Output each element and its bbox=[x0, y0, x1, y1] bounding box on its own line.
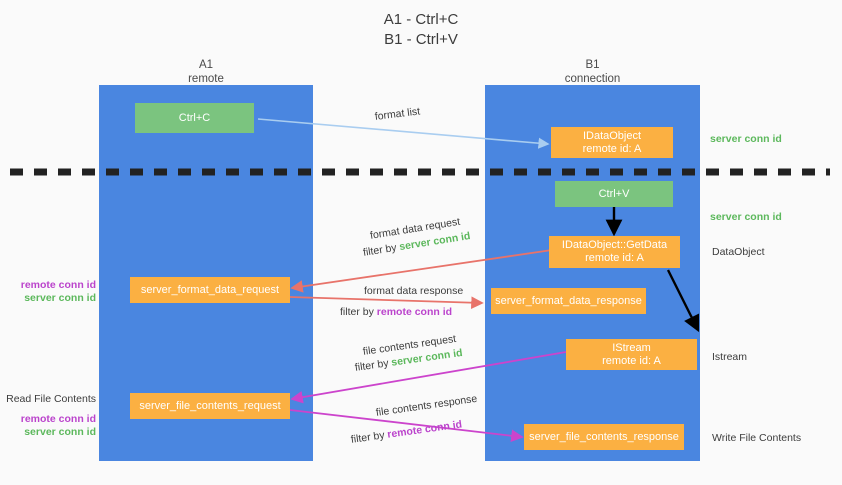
edge-label-format-data-response: format data response bbox=[364, 285, 464, 297]
page-title: A1 - Ctrl+C B1 - Ctrl+V bbox=[0, 10, 842, 50]
lane-header-b1: B1 connection bbox=[485, 58, 700, 86]
box-server-file-contents-response[interactable]: server_file_contents_response bbox=[524, 424, 684, 450]
edge-label-file-contents-response-filter: filter by remote conn id bbox=[350, 417, 463, 446]
box-server-file-contents-request-label: server_file_contents_request bbox=[139, 399, 281, 412]
box-ctrl-c-line1: Ctrl+C bbox=[178, 111, 211, 124]
edge-label-format-data-response-filter: filter by remote conn id bbox=[340, 305, 452, 319]
box-getdata-line2: remote id: A bbox=[585, 252, 644, 264]
box-server-format-data-request-label: server_format_data_request bbox=[140, 283, 280, 296]
box-server-format-data-response-label: server_format_data_response bbox=[495, 294, 642, 307]
left-annotation-remote-conn-id-upper: remote conn id bbox=[20, 279, 96, 291]
filter-prefix-2: filter by bbox=[340, 306, 377, 318]
lane-b1-sub: connection bbox=[564, 73, 621, 85]
filter-prefix-1: filter by bbox=[362, 241, 401, 259]
box-getdata-line1: IDataObject::GetData bbox=[561, 239, 668, 251]
right-annotation-write-file-contents: Write File Contents bbox=[712, 432, 802, 444]
box-istream-line1: IStream bbox=[612, 341, 651, 354]
box-ctrl-v-line1: Ctrl+V bbox=[598, 187, 630, 200]
filter-value-remote-conn-id-2: remote conn id bbox=[386, 418, 463, 441]
box-idataobject-line1: IDataObject bbox=[582, 129, 642, 142]
right-annotation-dataobject: DataObject bbox=[712, 246, 765, 258]
box-ctrl-v[interactable]: Ctrl+V bbox=[555, 181, 673, 207]
lane-header-a1: A1 remote bbox=[99, 58, 313, 86]
box-server-format-data-response[interactable]: server_format_data_response bbox=[491, 288, 646, 314]
box-server-file-contents-request[interactable]: server_file_contents_request bbox=[130, 393, 290, 419]
edge-label-file-contents-response: file contents response bbox=[375, 392, 478, 419]
left-annotation-server-conn-id-upper: server conn id bbox=[24, 292, 96, 304]
lane-b1-name: B1 bbox=[585, 59, 600, 71]
filter-prefix-3: filter by bbox=[354, 356, 393, 374]
box-server-file-contents-response-label: server_file_contents_response bbox=[529, 430, 679, 443]
edge-label-format-list: format list bbox=[374, 105, 421, 123]
filter-value-remote-conn-id-1: remote conn id bbox=[376, 306, 453, 318]
left-annotation-read-file-contents: Read File Contents bbox=[6, 393, 96, 405]
right-annotation-server-conn-id-mid: server conn id bbox=[710, 211, 782, 223]
right-annotation-istream: Istream bbox=[712, 351, 748, 363]
box-server-format-data-request[interactable]: server_format_data_request bbox=[130, 277, 290, 303]
box-istream-line2: remote id: A bbox=[602, 354, 661, 367]
right-annotation-server-conn-id-top: server conn id bbox=[710, 133, 782, 145]
box-istream[interactable]: IStream remote id: A bbox=[566, 339, 697, 370]
title-line-2: B1 - Ctrl+V bbox=[384, 31, 458, 48]
lane-a1-sub: remote bbox=[188, 73, 224, 85]
title-line-1: A1 - Ctrl+C bbox=[383, 11, 459, 28]
box-ctrl-c[interactable]: Ctrl+C bbox=[135, 103, 254, 133]
box-idataobject-getdata[interactable]: IDataObject::GetData remote id: A bbox=[549, 236, 680, 268]
filter-prefix-4: filter by bbox=[350, 428, 389, 446]
left-annotation-remote-conn-id-lower: remote conn id bbox=[20, 413, 96, 425]
box-idataobject-line2: remote id: A bbox=[582, 142, 642, 155]
box-idataobject[interactable]: IDataObject remote id: A bbox=[551, 127, 673, 158]
left-annotation-server-conn-id-lower: server conn id bbox=[24, 426, 96, 438]
lane-a1-name: A1 bbox=[198, 59, 214, 71]
